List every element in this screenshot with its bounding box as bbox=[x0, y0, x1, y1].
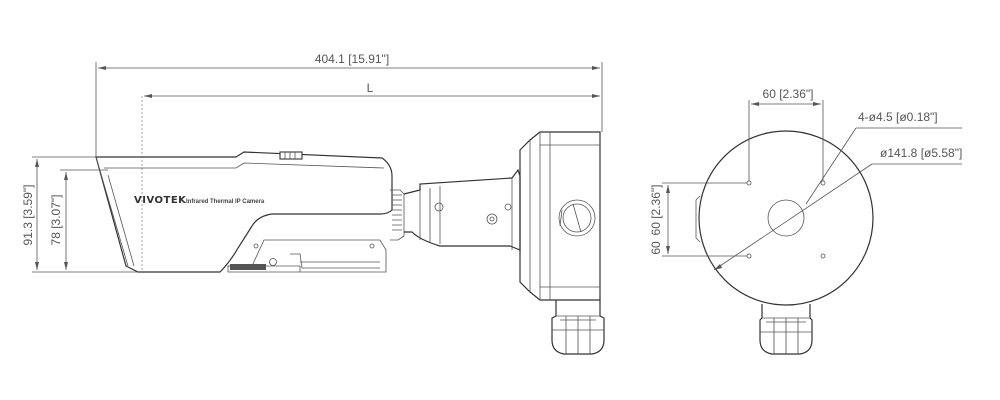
mount-hole-br bbox=[820, 253, 826, 259]
side-dimensions: 404.1 [15.91"] L 91.3 [3.59"] 78 [3.07"] bbox=[21, 52, 603, 273]
inner-height-label: 78 [3.07"] bbox=[49, 195, 63, 246]
arm-screw-1 bbox=[434, 202, 444, 212]
camera-side-view: VIVOTEK Infrared Thermal IP Camera bbox=[95, 131, 605, 355]
length-l-label: L bbox=[367, 81, 374, 95]
mount-hole-bl bbox=[746, 253, 752, 259]
box-outer-circle bbox=[698, 130, 874, 306]
cap-outer bbox=[558, 199, 596, 237]
junction-box-front-view bbox=[695, 127, 962, 355]
product-label: Infrared Thermal IP Camera bbox=[186, 199, 265, 205]
hole-spec-label: 4-ø4.5 [ø0.18"] bbox=[858, 110, 938, 124]
front-dimensions: 60 [2.36"] 4-ø4.5 [ø0.18"] ø141.8 [ø5.58… bbox=[649, 87, 962, 257]
screw-head bbox=[269, 258, 277, 266]
front-shield-edge bbox=[95, 156, 129, 267]
hole-spacing-h-label: 60 [2.36"] bbox=[763, 87, 814, 101]
brand-logo: VIVOTEK bbox=[134, 195, 187, 206]
housing-top-line bbox=[104, 162, 385, 169]
bracket-arm bbox=[403, 168, 521, 251]
outer-height-label: 91.3 [3.59"] bbox=[21, 185, 35, 246]
junction-box-side bbox=[519, 131, 601, 301]
shield-inner-edge bbox=[107, 174, 135, 267]
center-hole bbox=[767, 199, 805, 237]
mount-hole-tl bbox=[746, 180, 752, 186]
top-knob bbox=[279, 151, 303, 160]
mount-hole-tr bbox=[820, 180, 826, 186]
hole-spacing-v2-label: 60 bbox=[649, 241, 663, 255]
hole-spacing-v1-label: 60 [2.36"] bbox=[649, 185, 663, 236]
housing-outline bbox=[95, 151, 393, 273]
diameter-label: ø141.8 [ø5.58"] bbox=[880, 146, 962, 160]
overall-length-label: 404.1 [15.91"] bbox=[315, 52, 389, 66]
arm-screw-2 bbox=[486, 213, 498, 225]
neck-joint bbox=[390, 189, 405, 241]
vent-slot bbox=[230, 264, 266, 270]
